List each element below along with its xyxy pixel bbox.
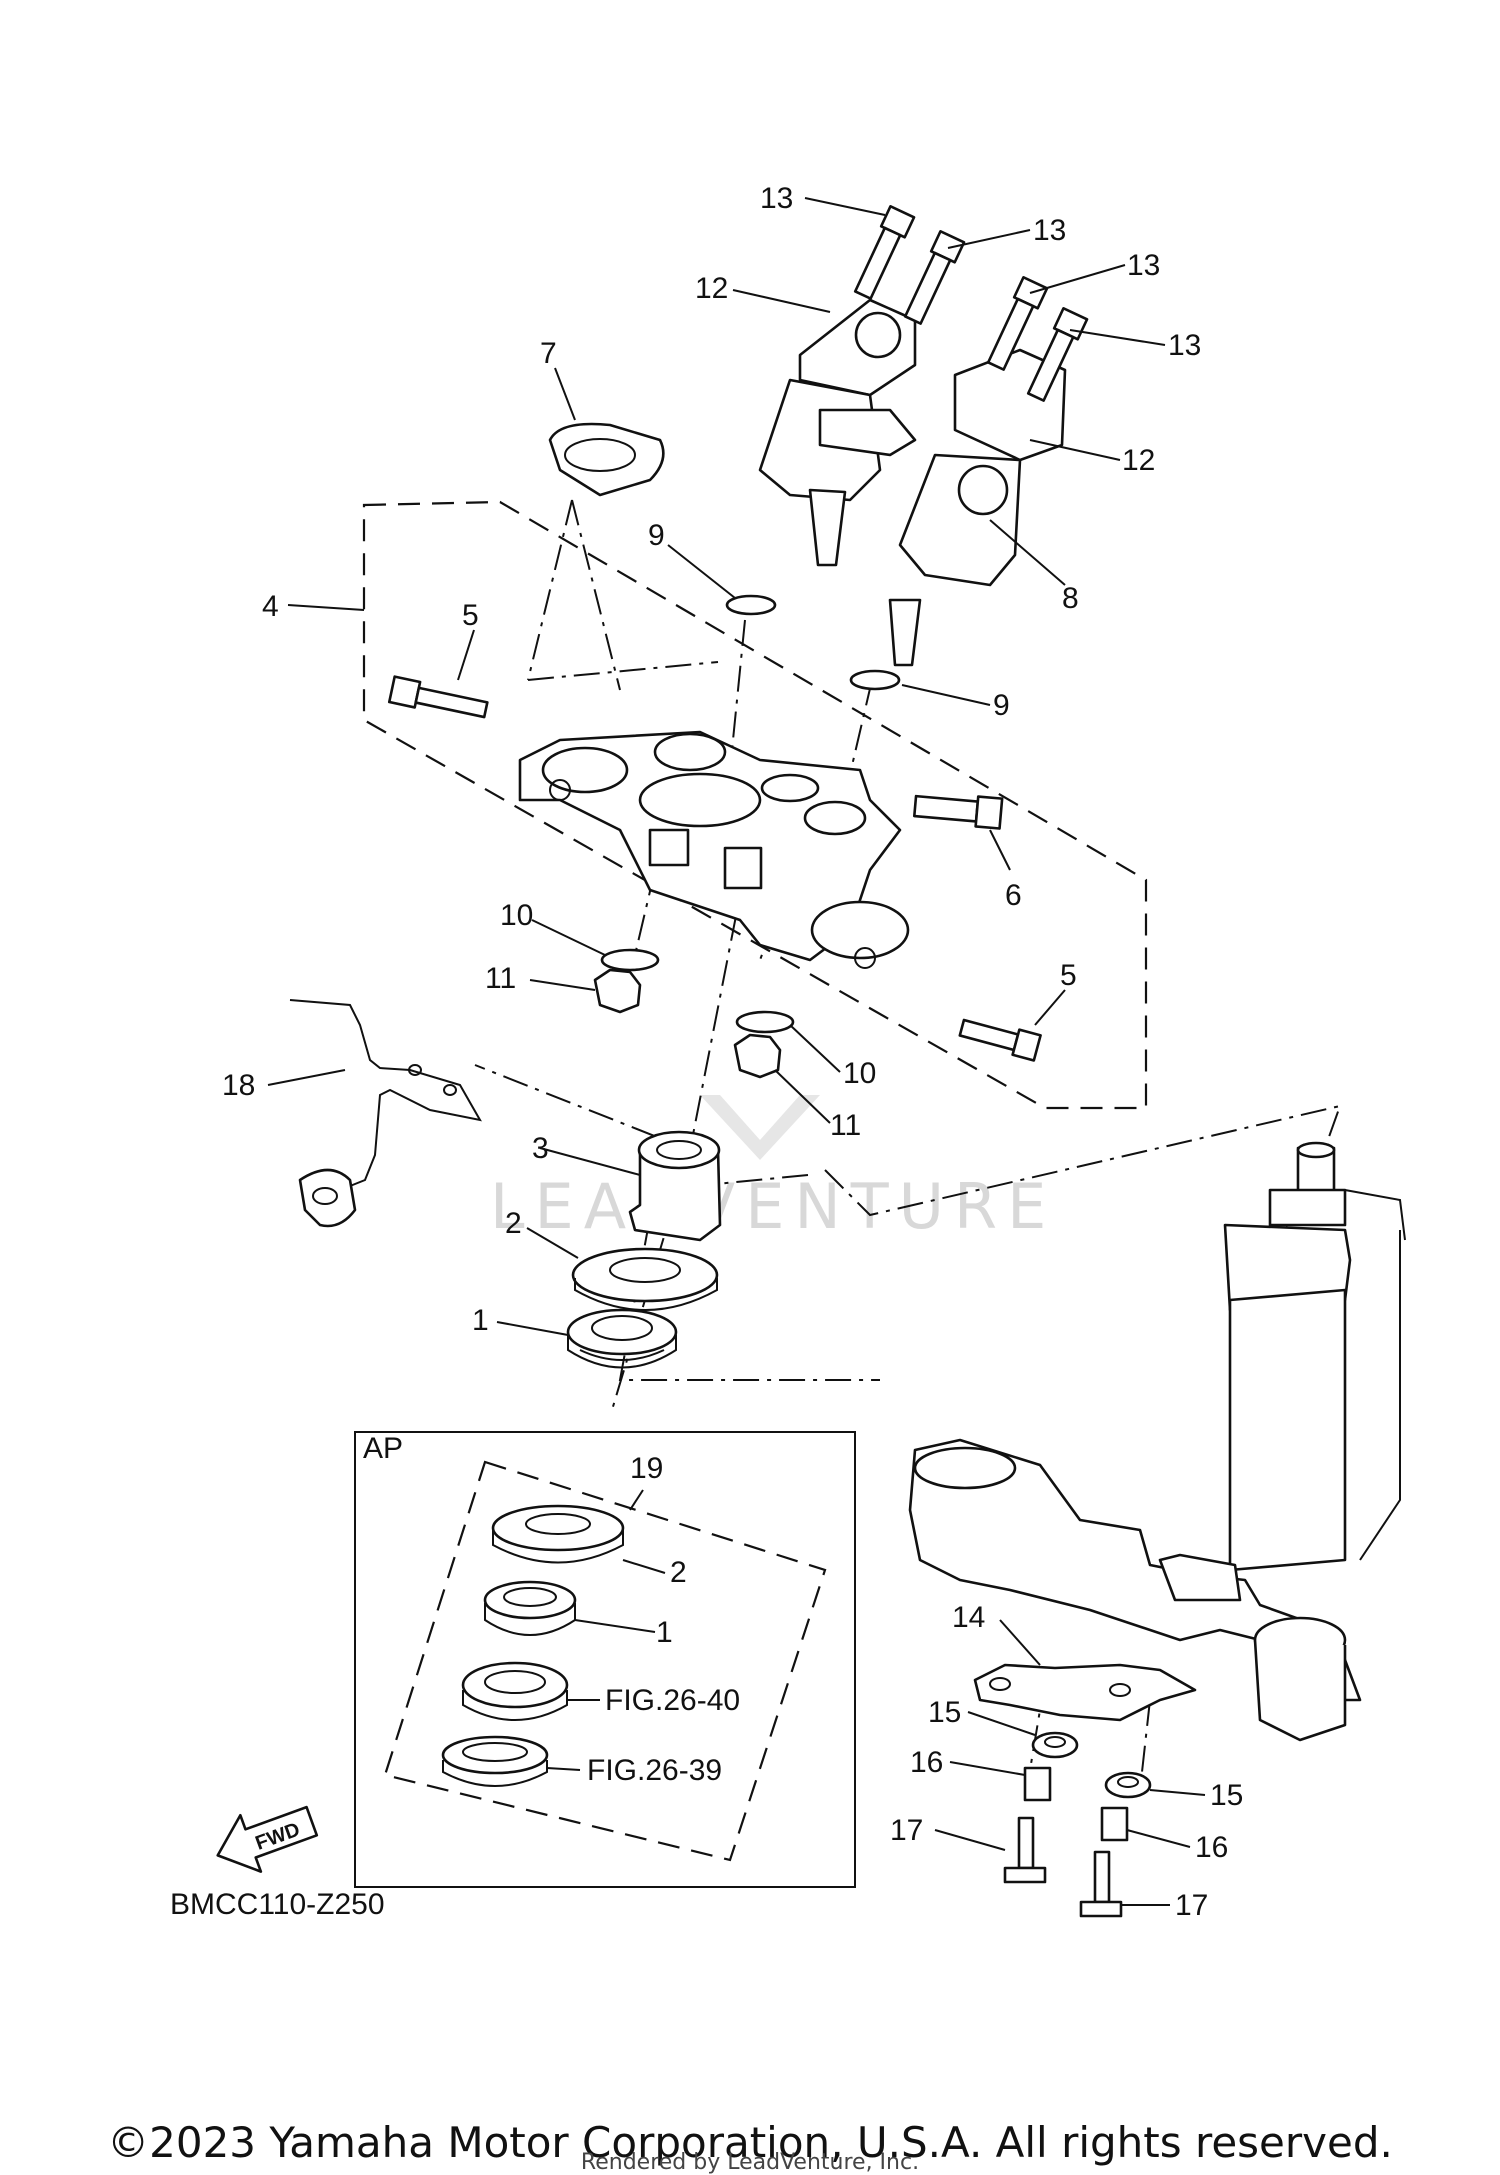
washer-10-right xyxy=(735,1010,795,1034)
bolt-17-left xyxy=(1003,1816,1047,1884)
callout-11: 11 xyxy=(485,962,516,995)
callout-13: 13 xyxy=(1168,329,1201,362)
ap-callout-1: 1 xyxy=(656,1616,673,1649)
nut-11-right xyxy=(733,1033,782,1079)
callout-16: 16 xyxy=(1195,1831,1228,1864)
ap-label: AP xyxy=(363,1432,403,1465)
copyright-notice: ©2023 Yamaha Motor Corporation, U.S.A. A… xyxy=(107,2118,1393,2167)
callout-9: 9 xyxy=(648,519,665,552)
callout-9: 9 xyxy=(993,689,1010,722)
ap-kit-parts xyxy=(441,1504,625,1787)
callout-fig-26-39: FIG.26-39 xyxy=(587,1754,722,1787)
callout-12: 12 xyxy=(1122,444,1155,477)
ap-kit-group-outline xyxy=(383,1460,827,1862)
callout-11: 11 xyxy=(830,1109,861,1142)
ap-kit-box xyxy=(354,1431,856,1888)
upper-bracket-group-outline xyxy=(362,500,1148,1110)
ap-callout-2: 2 xyxy=(670,1556,687,1589)
tapered-bearing xyxy=(566,1308,678,1369)
callout-fig-26-40: FIG.26-40 xyxy=(605,1684,740,1717)
collar-16-right xyxy=(1100,1806,1129,1842)
callout-4: 4 xyxy=(262,590,279,623)
nut-11-left xyxy=(593,968,642,1014)
callout-13: 13 xyxy=(760,182,793,215)
washer-9-left xyxy=(725,594,777,616)
bolt-5-upper xyxy=(387,675,489,719)
callout-12: 12 xyxy=(695,272,728,305)
callout-17: 17 xyxy=(890,1814,923,1847)
leadventure-watermark: LEADVENTURE xyxy=(490,1095,1056,1243)
figure-code: BMCC110-Z250 xyxy=(170,1888,385,1921)
steering-bushing xyxy=(628,1130,722,1242)
fwd-arrow-icon: FWD xyxy=(216,1805,319,1873)
plate-14 xyxy=(973,1663,1197,1722)
callout-18: 18 xyxy=(222,1069,255,1102)
callout-19: 19 xyxy=(630,1452,663,1485)
steering-stem-assembly xyxy=(908,1141,1406,1742)
wire-guide xyxy=(289,999,482,1228)
bearing-seal xyxy=(571,1247,719,1311)
callout-16: 16 xyxy=(910,1746,943,1779)
washer-9-right xyxy=(849,669,901,691)
riser-bolts xyxy=(853,205,1089,402)
callout-leaders xyxy=(267,197,1206,1906)
callout-1: 1 xyxy=(472,1304,489,1337)
callout-13: 13 xyxy=(1033,214,1066,247)
callout-2: 2 xyxy=(505,1207,522,1240)
bolt-17-right xyxy=(1079,1850,1123,1918)
callout-17: 17 xyxy=(1175,1889,1208,1922)
callout-10: 10 xyxy=(843,1057,876,1090)
callout-14: 14 xyxy=(952,1601,985,1634)
callout-7: 7 xyxy=(540,337,557,370)
grommet-15-left xyxy=(1031,1731,1079,1759)
callout-10: 10 xyxy=(500,899,533,932)
callout-5: 5 xyxy=(462,599,479,632)
callout-labels: 13 13 13 13 12 12 8 7 9 9 4 5 5 6 10 10 … xyxy=(222,182,1243,1922)
collar-16-left xyxy=(1023,1766,1052,1802)
callout-3: 3 xyxy=(532,1132,549,1165)
callout-13: 13 xyxy=(1127,249,1160,282)
cap xyxy=(548,422,665,497)
callout-5: 5 xyxy=(1060,959,1077,992)
watermark-text: LEADVENTURE xyxy=(490,1170,1056,1243)
upper-bracket xyxy=(518,730,910,969)
bolt-5-lower xyxy=(958,1018,1042,1062)
bolt-6 xyxy=(912,794,1004,830)
callout-15: 15 xyxy=(1210,1779,1243,1812)
callout-15: 15 xyxy=(928,1696,961,1729)
callout-8: 8 xyxy=(1062,582,1079,615)
callout-6: 6 xyxy=(1005,879,1022,912)
rendered-by-notice: Rendered by LeadVenture, Inc. xyxy=(580,2150,920,2175)
washer-10-left xyxy=(600,948,660,972)
grommet-15-right xyxy=(1104,1771,1152,1799)
